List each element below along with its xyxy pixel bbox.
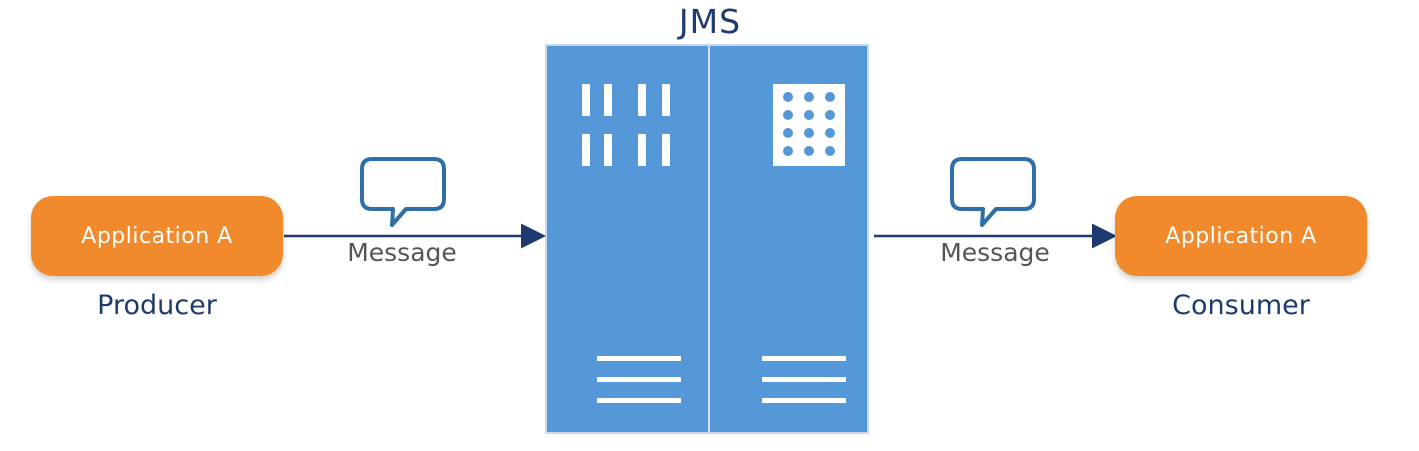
message-label-right: Message <box>940 238 1050 267</box>
consumer-application-box: Application A <box>1115 196 1367 276</box>
horizontal-lines-icon-right <box>762 356 846 403</box>
message-label-left: Message <box>347 238 457 267</box>
producer-label: Producer <box>97 290 217 321</box>
producer-application-label: Application A <box>81 223 233 249</box>
horizontal-lines-icon-left <box>597 356 681 403</box>
dot-grid-icon <box>773 84 845 166</box>
consumer-application-label: Application A <box>1165 223 1317 249</box>
speech-bubble-icon-right <box>950 157 1036 227</box>
consumer-label: Consumer <box>1172 290 1310 321</box>
jms-title: JMS <box>678 2 742 41</box>
producer-application-box: Application A <box>31 196 283 276</box>
vertical-bars-icon <box>582 84 670 166</box>
speech-bubble-icon-left <box>360 157 446 227</box>
